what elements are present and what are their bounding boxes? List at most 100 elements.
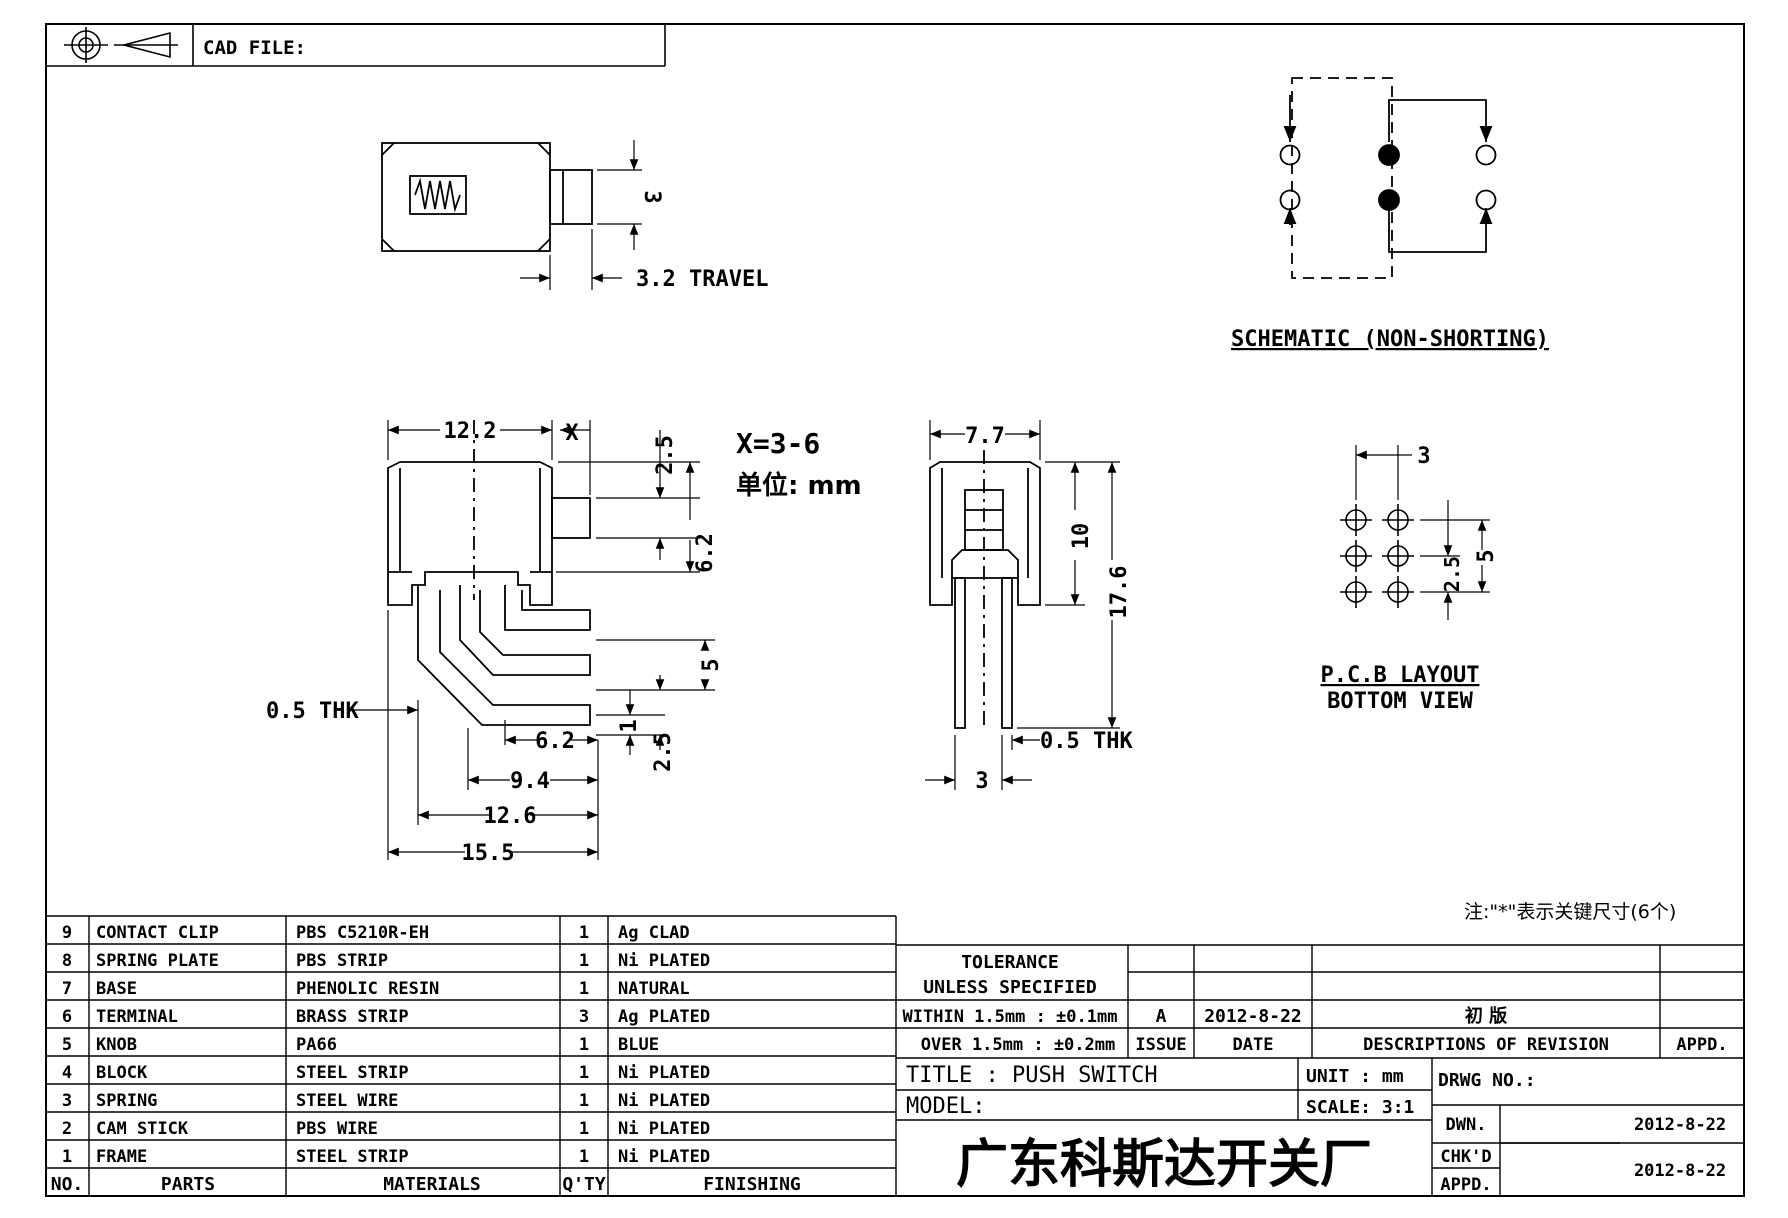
- bom-cell-material: PA66: [296, 1035, 337, 1055]
- bom-cell-finish: NATURAL: [618, 979, 690, 999]
- rev-description: 初 版: [1465, 1005, 1507, 1027]
- travel-dim: 3.2 TRAVEL: [636, 267, 768, 292]
- appd-label: APPD.: [1440, 1175, 1491, 1195]
- bom-cell-finish: Ag PLATED: [618, 1007, 710, 1027]
- bom-cell-part: CONTACT CLIP: [96, 923, 219, 943]
- tolerance-subtitle: UNLESS SPECIFIED: [923, 977, 1097, 998]
- tolerance-title: TOLERANCE: [961, 952, 1059, 973]
- bom-header-qty: Q'TY: [562, 1174, 606, 1195]
- bom-cell-part: TERMINAL: [96, 1007, 178, 1027]
- bom-cell-qty: 1: [579, 951, 589, 971]
- dwn-date: 2012-8-22: [1634, 1115, 1726, 1135]
- bom-header-materials: MATERIALS: [383, 1174, 481, 1195]
- pcb-dim-3: 3: [1417, 444, 1430, 469]
- pcb-hole: [1382, 504, 1414, 536]
- chkd-label: CHK'D: [1440, 1147, 1491, 1167]
- header-strip: [46, 24, 666, 67]
- bom-cell-finish: BLUE: [618, 1035, 659, 1055]
- bom-cell-qty: 1: [579, 923, 589, 943]
- scale-cell: SCALE: 3:1: [1306, 1097, 1414, 1118]
- bom-cell-qty: 1: [579, 1147, 589, 1167]
- bom-cell-material: STEEL WIRE: [296, 1091, 398, 1111]
- bom-cell-material: PBS WIRE: [296, 1119, 378, 1139]
- bom-cell-finish: Ni PLATED: [618, 1063, 710, 1083]
- dim-12-6: 12.6: [484, 804, 537, 829]
- bom-header-parts: PARTS: [161, 1174, 215, 1195]
- bom-cell-no: 1: [62, 1147, 72, 1167]
- dim-2-5-top: 2.5: [653, 435, 678, 475]
- bom-cell-finish: Ni PLATED: [618, 1091, 710, 1111]
- pcb-hole: [1382, 540, 1414, 572]
- bom-cell-qty: 1: [579, 1091, 589, 1111]
- bom-cell-material: PHENOLIC RESIN: [296, 979, 439, 999]
- drawing-title: TITLE : PUSH SWITCH: [906, 1063, 1158, 1088]
- dwn-label: DWN.: [1446, 1115, 1487, 1135]
- side-height-dim: 3: [639, 190, 664, 203]
- dim-15-5: 15.5: [462, 841, 515, 866]
- rev-date: 2012-8-22: [1204, 1006, 1302, 1027]
- bom-cell-no: 4: [62, 1063, 72, 1083]
- schematic-label: SCHEMATIC (NON-SHORTING): [1231, 327, 1549, 352]
- third-angle-projection-icon: [64, 27, 178, 63]
- x-range-note: X=3-6: [736, 427, 820, 460]
- bom-cell-qty: 1: [579, 1035, 589, 1055]
- bom-cell-finish: Ni PLATED: [618, 1119, 710, 1139]
- unit-note: 单位: mm: [736, 470, 862, 501]
- pcb-label: P.C.B LAYOUT: [1321, 663, 1480, 688]
- end-dim-thk: 0.5 THK: [1040, 729, 1133, 754]
- bom-cell-material: BRASS STRIP: [296, 1007, 409, 1027]
- description-header: DESCRIPTIONS OF REVISION: [1363, 1035, 1609, 1055]
- company-name: 广东科斯达开关厂: [956, 1135, 1372, 1195]
- model-cell: MODEL:: [906, 1094, 985, 1119]
- side-view: [381, 142, 593, 252]
- bom-cell-part: KNOB: [96, 1035, 137, 1055]
- end-view-dims: [925, 420, 1120, 790]
- bom-cell-qty: 1: [579, 979, 589, 999]
- bom-cell-no: 7: [62, 979, 72, 999]
- end-dim-17-6: 17.6: [1107, 566, 1132, 619]
- bom-cell-no: 6: [62, 1007, 72, 1027]
- drawing-border: [45, 23, 1745, 1197]
- dim-pin-1: 1: [617, 719, 642, 732]
- bom-cell-material: PBS C5210R-EH: [296, 923, 429, 943]
- bom-table-grid: [46, 915, 897, 1196]
- end-dim-3: 3: [975, 769, 988, 794]
- pcb-label-2: BOTTOM VIEW: [1327, 689, 1473, 714]
- pcb-hole: [1382, 576, 1414, 608]
- bom-cell-finish: Ni PLATED: [618, 1147, 710, 1167]
- footnote: 注:"*"表示关键尺寸(6个): [1464, 901, 1676, 923]
- drawing-number: DRWG NO.:: [1438, 1070, 1536, 1091]
- table-row: 7 BASE PHENOLIC RESIN 1 NATURAL: [62, 979, 690, 999]
- dim-6-2-knob: 6.2: [693, 533, 718, 573]
- bom-cell-part: CAM STICK: [96, 1119, 189, 1139]
- bom-cell-qty: 1: [579, 1119, 589, 1139]
- end-view: [929, 450, 1041, 730]
- bom-cell-part: SPRING PLATE: [96, 951, 219, 971]
- table-row: 1 FRAME STEEL STRIP 1 Ni PLATED: [62, 1147, 710, 1167]
- front-view: [387, 420, 591, 726]
- pcb-layout: [1340, 504, 1414, 608]
- pcb-hole: [1340, 576, 1372, 608]
- bom-cell-no: 8: [62, 951, 72, 971]
- bom-cell-qty: 1: [579, 1063, 589, 1083]
- bom-cell-part: BASE: [96, 979, 137, 999]
- bom-cell-material: STEEL STRIP: [296, 1147, 409, 1167]
- spring-icon: [414, 177, 461, 213]
- cad-file-label: CAD FILE:: [203, 37, 306, 59]
- chk-date: 2012-8-22: [1634, 1161, 1726, 1181]
- dim-9-4: 9.4: [510, 769, 550, 794]
- bom-cell-qty: 3: [579, 1007, 589, 1027]
- pcb-dim-2-5: 2.5: [1440, 556, 1464, 592]
- table-row: 6 TERMINAL BRASS STRIP 3 Ag PLATED: [62, 1007, 710, 1027]
- bom-cell-part: FRAME: [96, 1147, 147, 1167]
- end-dim-7-7: 7.7: [965, 424, 1005, 449]
- dim-x: X: [565, 421, 578, 446]
- appd-header: APPD.: [1676, 1035, 1727, 1055]
- dim-pin-pitch-5: 5: [699, 658, 724, 671]
- end-dim-10: 10: [1069, 523, 1094, 550]
